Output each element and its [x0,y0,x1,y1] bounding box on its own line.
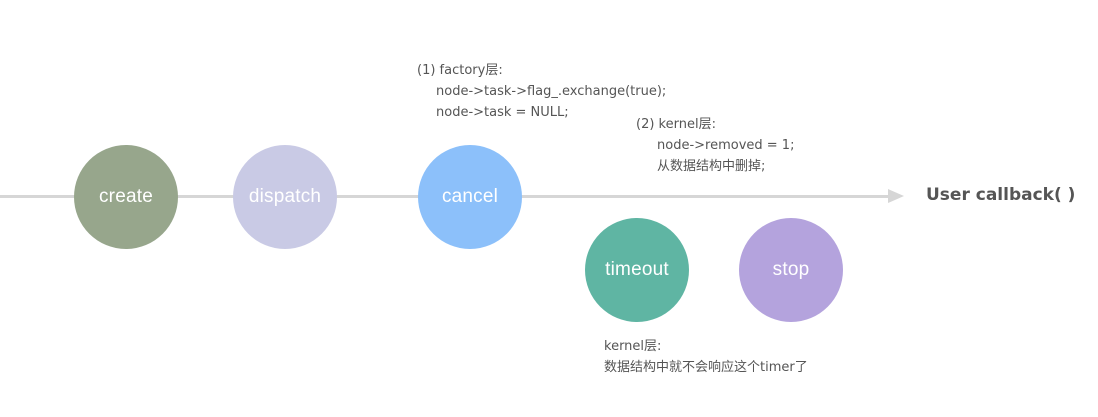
factory-layer-note: (1) factory层: node->task->flag_.exchange… [417,60,666,123]
timeout-kernel-note: kernel层: 数据结构中就不会响应这个timer了 [604,336,808,378]
timeout-node: timeout [585,218,689,322]
kernel-layer-note: (2) kernel层: node->removed = 1; 从数据结构中删掉… [636,114,794,177]
timeout-node-label: timeout [605,259,669,280]
stop-node: stop [739,218,843,322]
kernel-note-title: (2) kernel层: [636,117,716,132]
stop-node-label: stop [772,259,810,280]
factory-note-line: node->task->flag_.exchange(true); [436,84,667,99]
timeline-arrowhead [888,189,904,203]
create-node: create [74,145,178,249]
cancel-node-label: cancel [441,186,499,207]
factory-note-title: (1) factory层: [417,63,503,78]
dispatch-node: dispatch [233,145,337,249]
cancel-node: cancel [418,145,522,249]
create-node-label: create [98,186,153,207]
timeout-note-title: kernel层: [604,339,662,354]
user-callback-label: User callback( ) [926,185,1076,205]
kernel-note-line: node->removed = 1; [657,138,795,153]
dispatch-node-label: dispatch [248,186,322,207]
kernel-note-line: 从数据结构中删掉; [657,159,766,174]
factory-note-line: node->task = NULL; [436,105,569,120]
timeout-note-line: 数据结构中就不会响应这个timer了 [604,360,808,375]
